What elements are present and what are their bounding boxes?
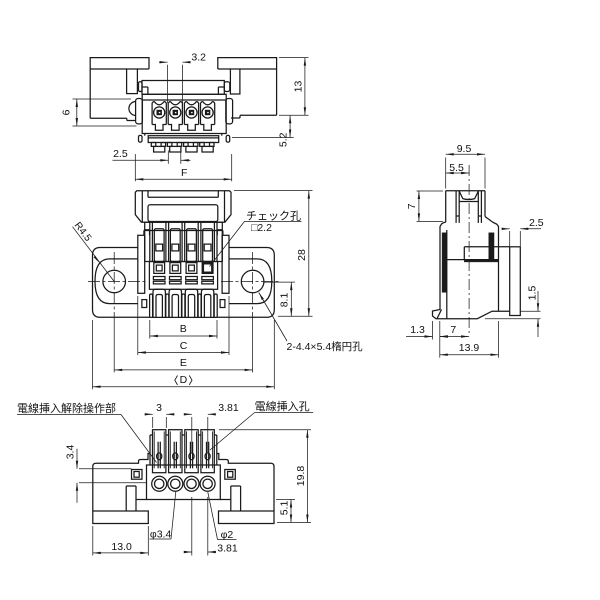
svg-text:5.5: 5.5 bbox=[449, 162, 464, 174]
svg-text:2.5: 2.5 bbox=[529, 217, 544, 229]
svg-text:5.2: 5.2 bbox=[278, 132, 290, 147]
svg-text:C: C bbox=[180, 340, 188, 352]
svg-text:チェック孔: チェック孔 bbox=[246, 210, 301, 223]
svg-text:φ3.4: φ3.4 bbox=[150, 529, 172, 541]
svg-text:19.8: 19.8 bbox=[295, 466, 307, 487]
svg-text:電線挿入孔: 電線挿入孔 bbox=[255, 399, 310, 413]
svg-text:8.1: 8.1 bbox=[279, 293, 291, 308]
svg-text:2-4.4×5.4楕円孔: 2-4.4×5.4楕円孔 bbox=[287, 340, 364, 353]
svg-text:B: B bbox=[180, 323, 187, 335]
svg-text:3.81: 3.81 bbox=[217, 542, 238, 554]
svg-text:28: 28 bbox=[296, 249, 308, 261]
svg-text:3.81: 3.81 bbox=[218, 402, 239, 414]
svg-text:13: 13 bbox=[292, 81, 304, 93]
svg-text:13.0: 13.0 bbox=[111, 541, 132, 553]
svg-text:9.5: 9.5 bbox=[457, 143, 472, 155]
svg-text:D: D bbox=[180, 374, 188, 386]
svg-text:F: F bbox=[181, 167, 187, 179]
svg-text:6: 6 bbox=[61, 109, 73, 115]
svg-text:3.4: 3.4 bbox=[64, 445, 76, 460]
svg-text:7: 7 bbox=[450, 324, 456, 336]
svg-text:7: 7 bbox=[406, 203, 418, 209]
svg-text:1.5: 1.5 bbox=[527, 286, 539, 301]
svg-text:1.3: 1.3 bbox=[410, 324, 425, 336]
svg-text:□2.2: □2.2 bbox=[251, 222, 272, 234]
svg-text:2.5: 2.5 bbox=[113, 148, 128, 160]
svg-text:3.2: 3.2 bbox=[191, 52, 206, 64]
svg-text:E: E bbox=[180, 357, 187, 369]
svg-text:3: 3 bbox=[156, 402, 162, 414]
svg-text:φ2: φ2 bbox=[221, 529, 234, 541]
svg-text:電線挿入解除操作部: 電線挿入解除操作部 bbox=[17, 401, 116, 415]
svg-text:5.1: 5.1 bbox=[278, 501, 290, 516]
svg-text:13.9: 13.9 bbox=[459, 342, 480, 354]
